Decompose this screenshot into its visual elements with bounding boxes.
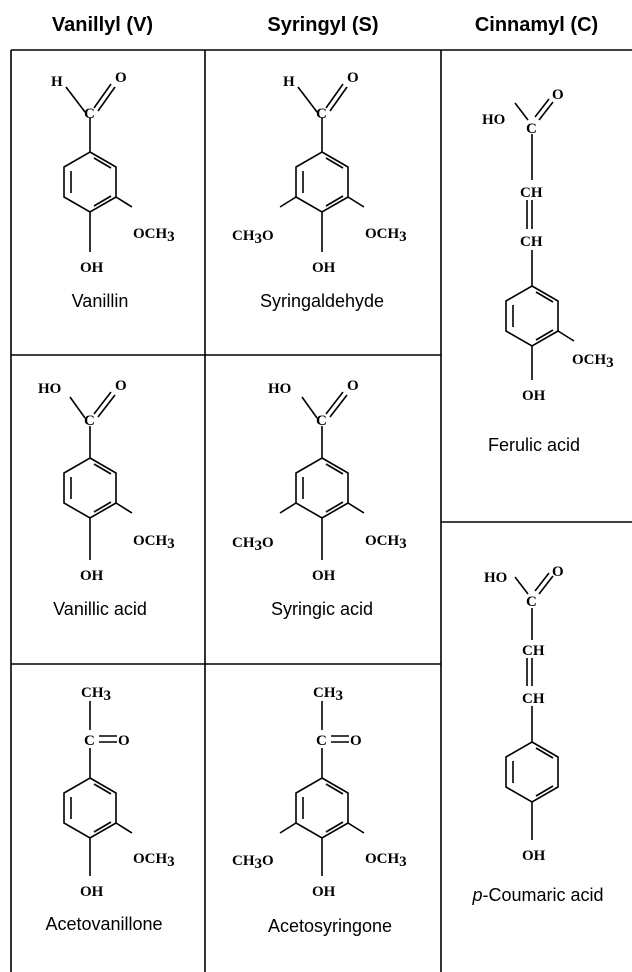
syringic-acid-structure: HO C O OCH3 CH3O OH Syringic acid xyxy=(232,378,407,619)
header-syringyl: Syringyl (S) xyxy=(267,14,379,36)
p-coumaric-acid-structure: HO C O CH CH OH p-Coumaric acid xyxy=(471,564,603,905)
vanillic-acid-structure: HO C O OCH3 OH Vanillic acid xyxy=(38,378,175,619)
atom-o: O xyxy=(552,87,564,103)
compound-name-acetosyringone: Acetosyringone xyxy=(268,916,392,936)
methoxy-group-left: CH3O xyxy=(232,853,274,872)
benzene-ring xyxy=(63,151,117,213)
compound-name-vanillic-acid: Vanillic acid xyxy=(53,599,147,619)
atom-o: O xyxy=(118,733,130,749)
hydroxyl-group: OH xyxy=(312,568,336,584)
methoxy-group: OCH3 xyxy=(133,226,175,245)
acetosyringone-structure: CH3 C O OCH3 CH3O OH Acetosyringone xyxy=(232,685,407,936)
atom-o: O xyxy=(115,70,127,86)
hydroxyl-group: OH xyxy=(522,848,546,864)
methoxy-group: OCH3 xyxy=(365,226,407,245)
compound-name-vanillin: Vanillin xyxy=(72,291,129,311)
hydroxyl-group: OH xyxy=(80,568,104,584)
methine-group: CH xyxy=(522,691,545,707)
atom-c: C xyxy=(84,413,95,429)
atom-c: C xyxy=(84,733,95,749)
table-grid xyxy=(10,49,632,972)
compound-name-syringaldehyde: Syringaldehyde xyxy=(260,291,384,311)
atom-c: C xyxy=(316,733,327,749)
atom-ho: HO xyxy=(268,381,291,397)
benzene-ring xyxy=(63,457,117,519)
atom-o: O xyxy=(552,564,564,580)
atom-ho: HO xyxy=(482,112,505,128)
atom-c: C xyxy=(526,121,537,137)
methyl-group: CH3 xyxy=(313,685,343,704)
ferulic-acid-structure: HO C O CH CH OCH3 OH Ferulic acid xyxy=(482,87,614,455)
methoxy-group: OCH3 xyxy=(365,851,407,870)
methoxy-group: OCH3 xyxy=(133,533,175,552)
atom-ho: HO xyxy=(484,570,507,586)
methyl-group: CH3 xyxy=(81,685,111,704)
compound-name-p-coumaric-acid: p-Coumaric acid xyxy=(471,885,603,905)
atom-c: C xyxy=(316,106,327,122)
hydroxyl-group: OH xyxy=(80,884,104,900)
hydroxyl-group: OH xyxy=(522,388,546,404)
atom-c: C xyxy=(84,106,95,122)
methoxy-group: OCH3 xyxy=(133,851,175,870)
atom-c: C xyxy=(526,594,537,610)
atom-o: O xyxy=(347,378,359,394)
methine-group: CH xyxy=(520,234,543,250)
atom-o: O xyxy=(350,733,362,749)
atom-o: O xyxy=(347,70,359,86)
atom-o: O xyxy=(115,378,127,394)
methoxy-group: OCH3 xyxy=(572,352,614,371)
hydroxyl-group: OH xyxy=(312,884,336,900)
methoxy-group: OCH3 xyxy=(365,533,407,552)
hydroxyl-group: OH xyxy=(312,260,336,276)
header-vanillyl: Vanillyl (V) xyxy=(51,14,154,36)
methoxy-group-left: CH3O xyxy=(232,228,274,247)
atom-h: H xyxy=(283,74,295,90)
syringaldehyde-structure: H C O OCH3 CH3O OH Syringaldehyde xyxy=(232,70,407,311)
compound-name-acetovanillone: Acetovanillone xyxy=(45,914,162,934)
compound-name-ferulic-acid: Ferulic acid xyxy=(488,435,580,455)
methine-group: CH xyxy=(520,185,543,201)
atom-h: H xyxy=(51,74,63,90)
methoxy-group-left: CH3O xyxy=(232,535,274,554)
atom-ho: HO xyxy=(38,381,61,397)
acetovanillone-structure: CH3 C O OCH3 OH Acetovanillone xyxy=(45,685,174,934)
header-cinnamyl: Cinnamyl (C) xyxy=(474,14,599,36)
hydroxyl-group: OH xyxy=(80,260,104,276)
vanillin-structure: H C O OCH3 OH Vanillin xyxy=(51,70,175,311)
atom-c: C xyxy=(316,413,327,429)
methine-group: CH xyxy=(522,643,545,659)
benzene-ring xyxy=(63,777,117,839)
compound-name-syringic-acid: Syringic acid xyxy=(271,599,373,619)
